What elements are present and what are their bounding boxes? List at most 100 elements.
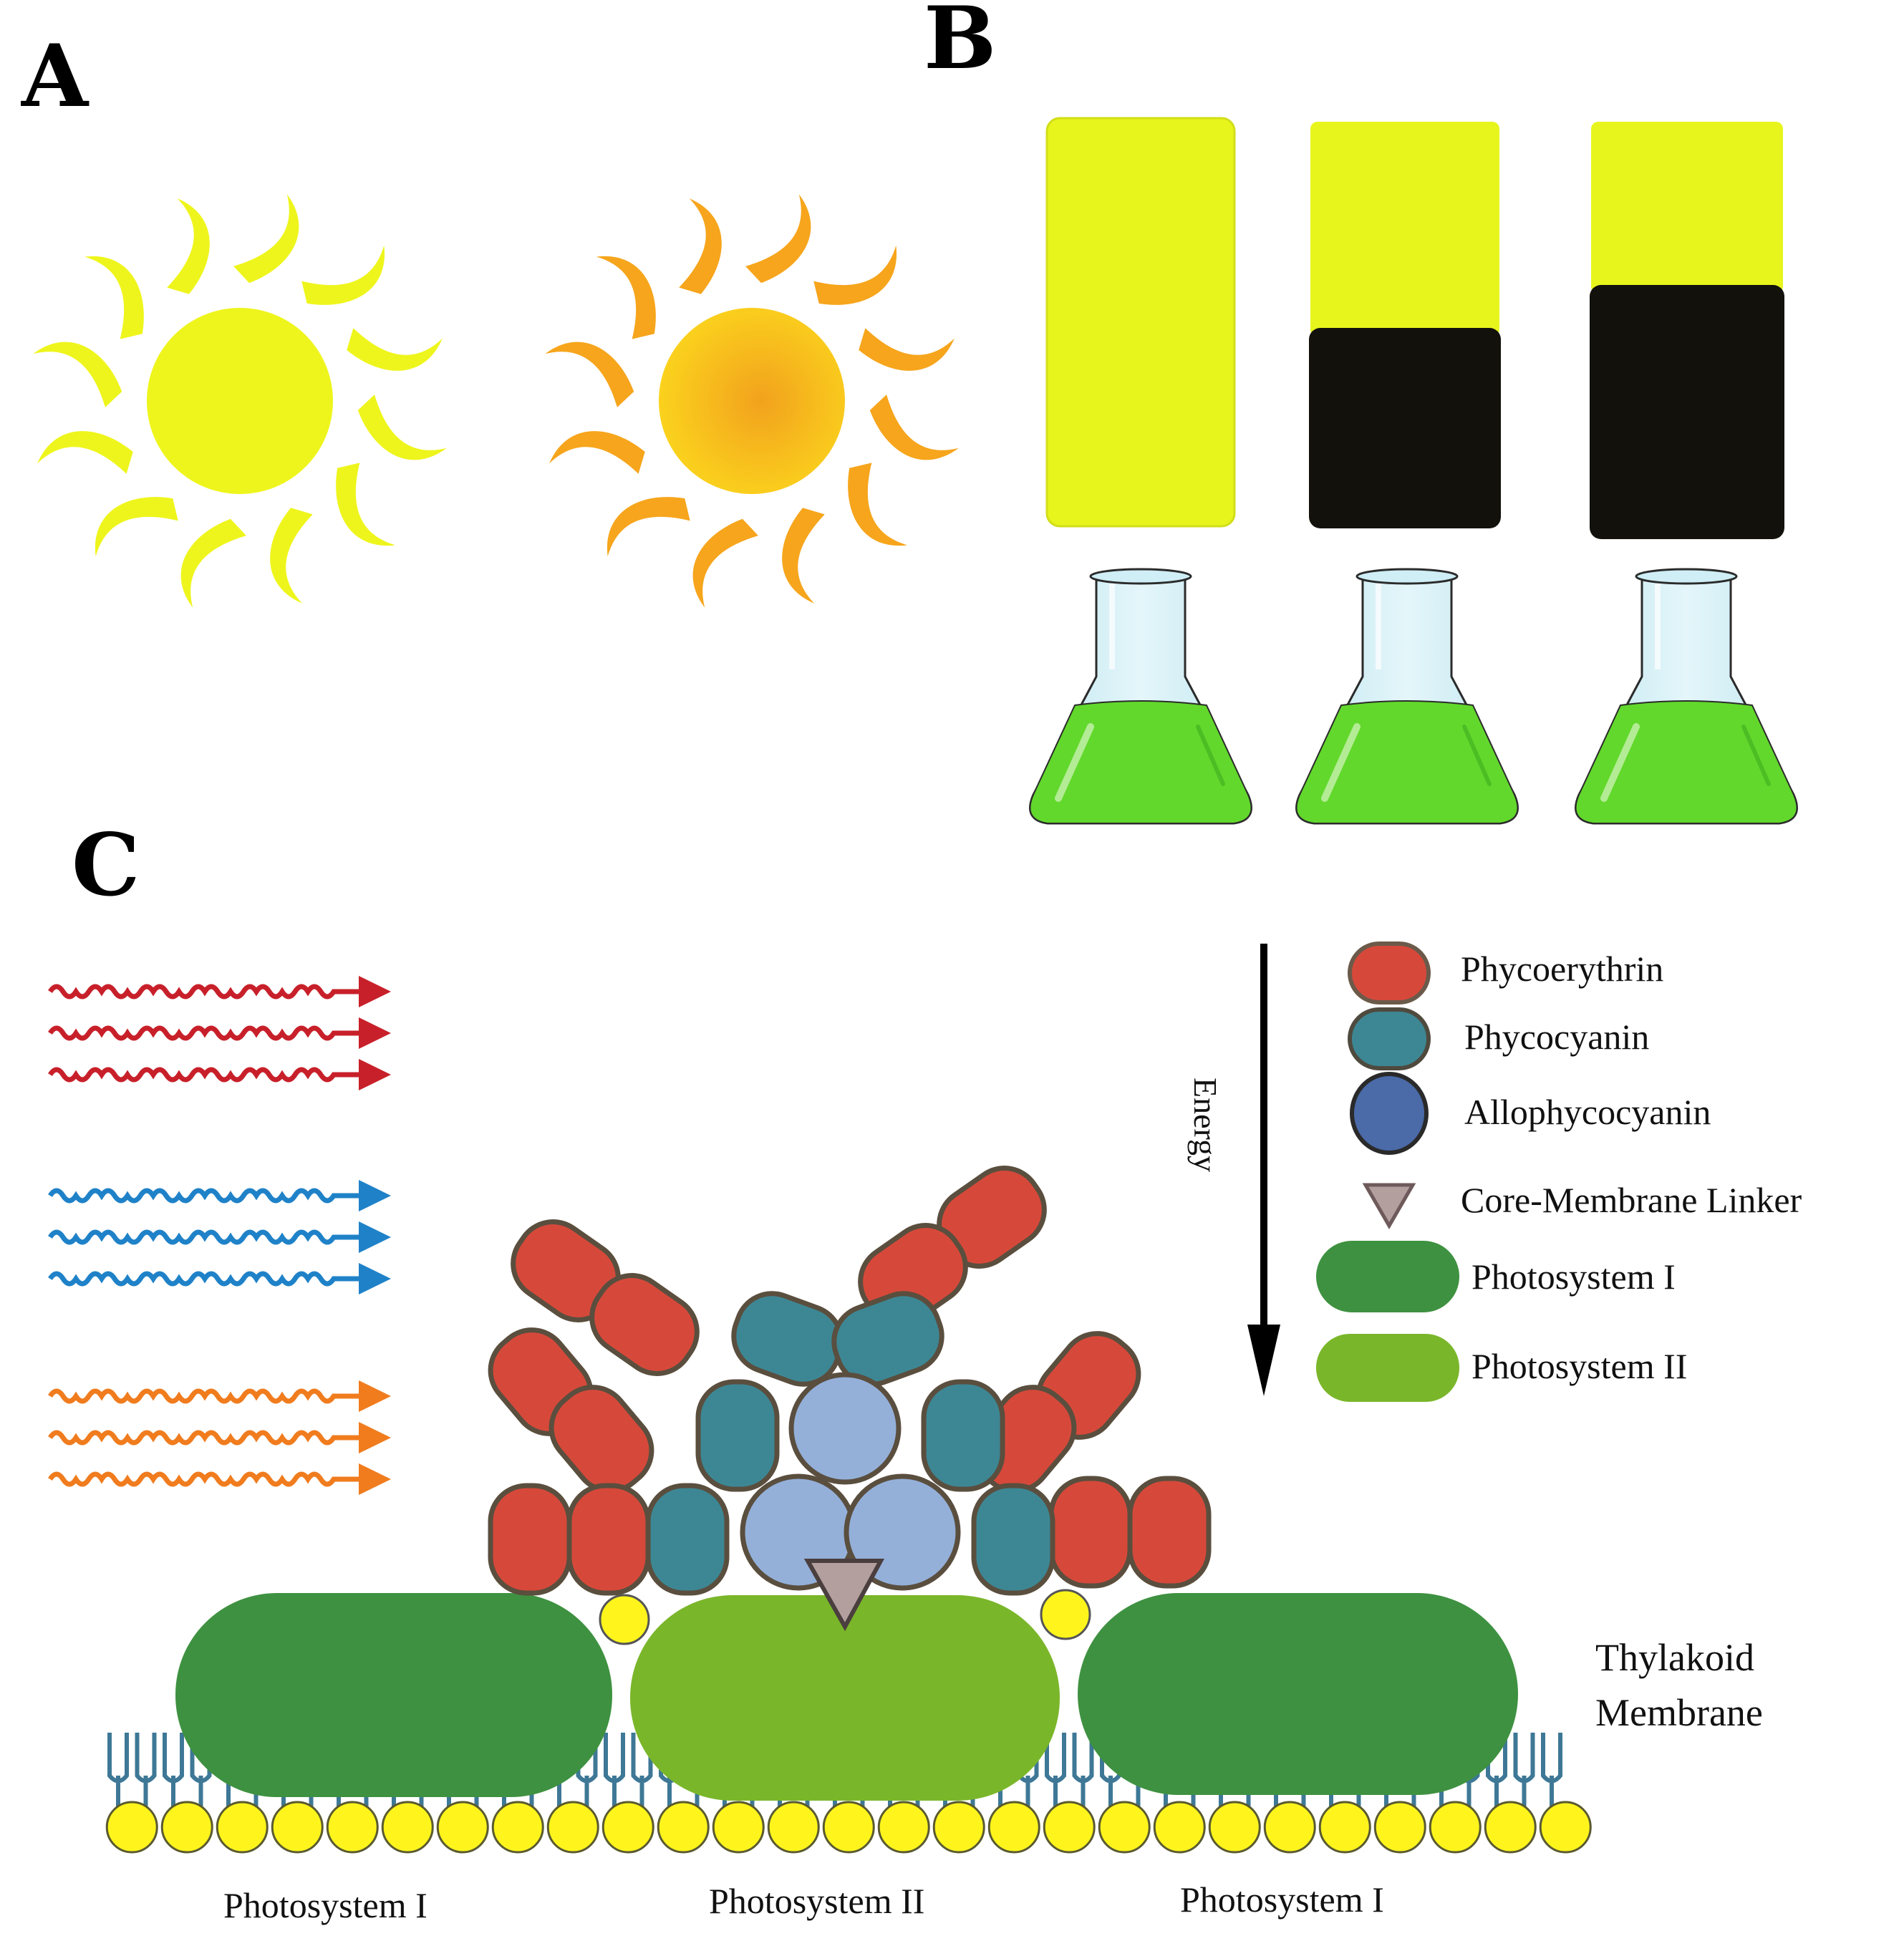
- allophycocyanin: [788, 1372, 902, 1485]
- light-wave-orange: [48, 1422, 391, 1453]
- sun-ray: [607, 497, 690, 557]
- lipid-head: [1429, 1801, 1482, 1854]
- anchor-circle: [599, 1594, 650, 1645]
- sun-ray: [692, 518, 758, 608]
- legend-swatch-allophycocyanin: [1350, 1072, 1429, 1155]
- light-wave-orange: [48, 1463, 391, 1495]
- sun-icon-orange: [545, 194, 959, 608]
- sun-ray: [357, 395, 447, 460]
- phycoerythrin: [549, 1385, 654, 1494]
- lipid-head: [712, 1801, 765, 1854]
- light-wave-red: [48, 976, 391, 1007]
- sun-ray: [84, 256, 144, 339]
- phycoerythrin: [1127, 1476, 1212, 1589]
- sun-ray: [167, 198, 210, 294]
- bottom-label-ps1-left: Photosystem I: [223, 1885, 427, 1925]
- energy-arrow: [1247, 944, 1280, 1396]
- erlenmeyer-flask-icon-3: [1576, 569, 1797, 823]
- core-membrane-linker: [803, 1559, 885, 1632]
- legend-swatch-phycoerythrin: [1348, 942, 1431, 1005]
- sun-ray: [180, 518, 246, 608]
- erlenmeyer-flask-icon-2: [1297, 569, 1518, 823]
- sun-ray: [679, 198, 722, 294]
- lipid-heads: [105, 1801, 1592, 1854]
- lipid-head: [1318, 1801, 1371, 1854]
- sun-ray: [301, 245, 385, 305]
- sun-ray: [782, 508, 825, 604]
- photosystem-2: [630, 1595, 1060, 1801]
- lipid-head: [271, 1801, 324, 1854]
- legend-swatch-linker: [1362, 1183, 1416, 1229]
- legend-label-ps1: Photosystem I: [1472, 1257, 1676, 1297]
- lipid-head: [932, 1801, 985, 1854]
- light-tube-1: [1045, 117, 1236, 528]
- lipid-head: [601, 1801, 654, 1854]
- lipid-head: [822, 1801, 875, 1854]
- lipid-head: [767, 1801, 820, 1854]
- legend: Phycoerythrin Phycocyanin Allophycocyani…: [1316, 942, 1802, 1402]
- lipid-head: [1098, 1801, 1151, 1854]
- legend-label-phycoerythrin: Phycoerythrin: [1461, 949, 1663, 989]
- lipid-head: [160, 1801, 213, 1854]
- lipid-head: [436, 1801, 489, 1854]
- lipid-head: [1208, 1801, 1261, 1854]
- sun-ray: [813, 245, 897, 305]
- legend-swatch-ps1: [1316, 1241, 1459, 1312]
- legend-label-ps2: Photosystem II: [1472, 1346, 1687, 1386]
- light-wave-blue: [48, 1263, 391, 1294]
- sun-ray: [745, 194, 811, 284]
- panel-label-b: B: [924, 0, 996, 89]
- phycobilisome: [488, 1166, 1212, 1632]
- anchor-circle: [1040, 1589, 1091, 1640]
- lipid-head: [105, 1801, 158, 1854]
- lipid-head: [1043, 1801, 1096, 1854]
- legend-label-phycocyanin: Phycocyanin: [1464, 1017, 1649, 1057]
- phycocyanin: [695, 1379, 780, 1492]
- phycocyanin: [921, 1379, 1005, 1492]
- lipid-head: [1153, 1801, 1206, 1854]
- lipid-head: [1263, 1801, 1316, 1854]
- membrane-label-line2: Membrane: [1595, 1691, 1763, 1734]
- light-wave-blue: [48, 1221, 391, 1253]
- lipid-head: [657, 1801, 710, 1854]
- phycocyanin: [831, 1291, 944, 1387]
- bottom-label-ps2: Photosystem II: [709, 1881, 924, 1921]
- phycoerythrin: [589, 1273, 700, 1376]
- lipid-head: [381, 1801, 434, 1854]
- sun-ray: [869, 395, 959, 460]
- sun-ray: [545, 342, 634, 407]
- sun-ray: [549, 431, 645, 474]
- light-wave-orange: [48, 1380, 391, 1412]
- sun-ray: [37, 431, 133, 474]
- lipid-head: [1373, 1801, 1426, 1854]
- sun-ray: [347, 328, 443, 371]
- light-wave-red: [48, 1059, 391, 1090]
- phycoerythrin: [488, 1483, 572, 1596]
- lipid-head: [1484, 1801, 1537, 1854]
- erlenmeyer-flask-icon-1: [1030, 569, 1252, 823]
- sun-icon-yellow: [33, 194, 447, 608]
- panel-label-c: C: [72, 815, 140, 916]
- phycocyanin: [645, 1483, 730, 1596]
- membrane-label-line1: Thylakoid: [1595, 1636, 1754, 1679]
- lipid-head: [987, 1801, 1040, 1854]
- legend-label-allophycocyanin: Allophycocyanin: [1464, 1092, 1711, 1132]
- energy-label: Energy: [1187, 1078, 1224, 1172]
- light-wave-red: [48, 1017, 391, 1049]
- sun-ray: [596, 256, 656, 339]
- sun-ray: [336, 463, 396, 546]
- lipid-head: [491, 1801, 544, 1854]
- legend-swatch-phycocyanin: [1348, 1007, 1431, 1070]
- photosystem-1-left: [175, 1593, 612, 1797]
- sun-ray: [848, 463, 908, 546]
- sun-ray: [859, 328, 955, 371]
- light-tube-3: [1590, 122, 1784, 539]
- phycocyanin: [971, 1483, 1055, 1596]
- sun-ray: [270, 508, 313, 604]
- lipid-head: [326, 1801, 379, 1854]
- phycoerythrin: [1048, 1476, 1133, 1589]
- lipid-head: [1539, 1801, 1592, 1854]
- legend-swatch-ps2: [1316, 1334, 1459, 1402]
- lipid-head: [216, 1801, 269, 1854]
